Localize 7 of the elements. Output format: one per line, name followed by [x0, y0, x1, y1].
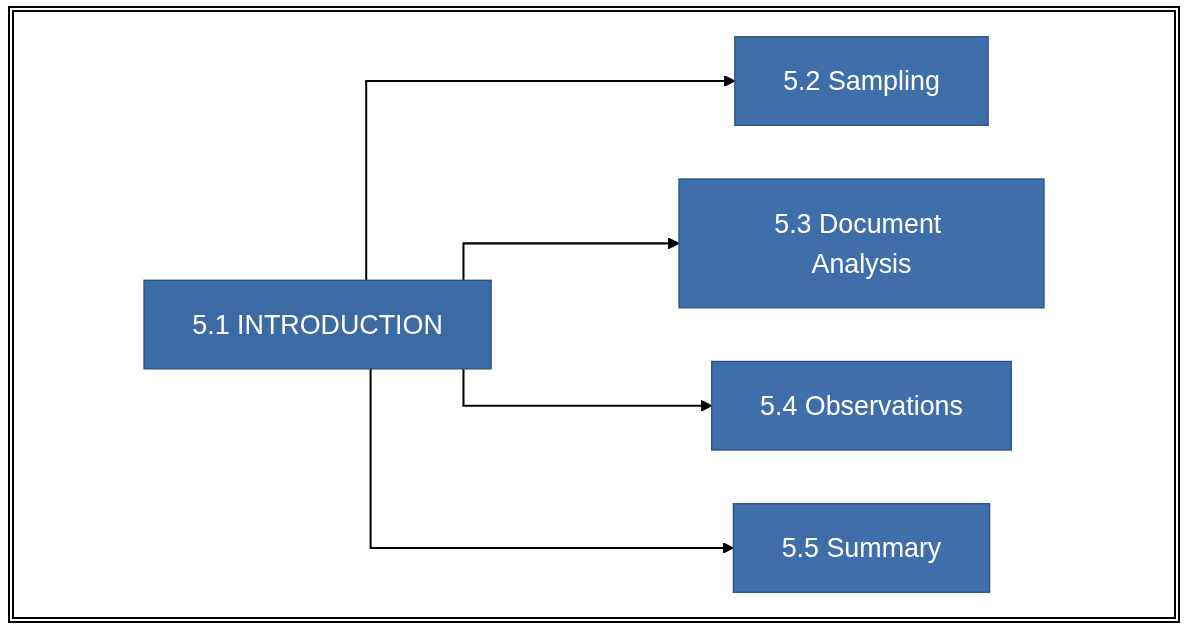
- arrow: [462, 237, 680, 281]
- node-box: 5.5 Summary: [732, 503, 991, 593]
- node-box: 5.2 Sampling: [734, 36, 989, 126]
- node-box: 5.4 Observations: [711, 360, 1012, 451]
- node-box: 5.3 Document Analysis: [678, 178, 1045, 309]
- arrow: [369, 368, 734, 554]
- node-box: 5.1 INTRODUCTION: [143, 279, 492, 370]
